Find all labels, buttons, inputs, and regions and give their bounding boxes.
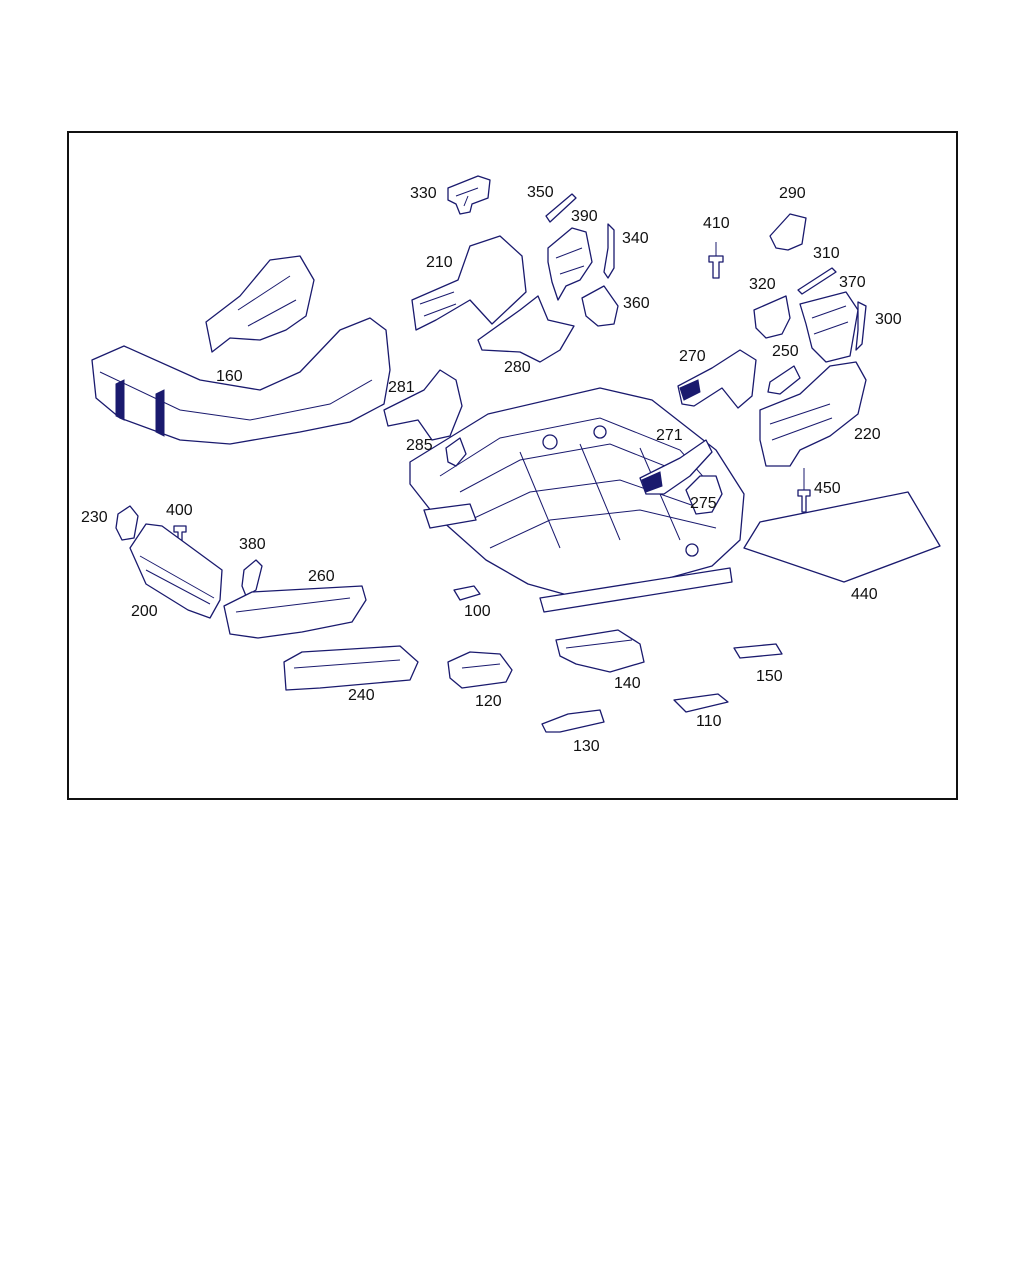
part-271 bbox=[639, 439, 713, 495]
part-450 bbox=[797, 468, 811, 513]
part-380 bbox=[241, 559, 263, 597]
callout-210: 210 bbox=[426, 254, 453, 271]
callout-281: 281 bbox=[388, 379, 415, 396]
part-340 bbox=[603, 223, 615, 279]
part-320 bbox=[753, 295, 791, 339]
callout-285: 285 bbox=[406, 437, 433, 454]
part-330 bbox=[447, 175, 491, 215]
callout-400: 400 bbox=[166, 502, 193, 519]
seat-frame bbox=[409, 387, 745, 613]
callout-200: 200 bbox=[131, 603, 158, 620]
part-350 bbox=[545, 193, 577, 223]
part-110 bbox=[673, 693, 729, 713]
callout-100: 100 bbox=[464, 603, 491, 620]
callout-370: 370 bbox=[839, 274, 866, 291]
callout-110: 110 bbox=[696, 713, 722, 730]
callout-450: 450 bbox=[814, 480, 841, 497]
part-210 bbox=[411, 235, 527, 331]
part-260 bbox=[223, 585, 367, 639]
callout-300: 300 bbox=[875, 311, 902, 328]
callout-330: 330 bbox=[410, 185, 437, 202]
part-290 bbox=[769, 213, 807, 251]
part-360 bbox=[581, 285, 619, 327]
callout-360: 360 bbox=[623, 295, 650, 312]
part-220 bbox=[759, 361, 867, 467]
callout-290: 290 bbox=[779, 185, 806, 202]
callout-440: 440 bbox=[851, 586, 878, 603]
part-275 bbox=[685, 475, 723, 515]
callout-230: 230 bbox=[81, 509, 108, 526]
callout-120: 120 bbox=[475, 693, 502, 710]
part-130 bbox=[541, 709, 605, 733]
callout-340: 340 bbox=[622, 230, 649, 247]
callout-390: 390 bbox=[571, 208, 598, 225]
part-281 bbox=[383, 369, 463, 441]
part-270 bbox=[677, 349, 757, 409]
callout-150: 150 bbox=[756, 668, 783, 685]
callout-410: 410 bbox=[703, 215, 730, 232]
callout-240: 240 bbox=[348, 687, 375, 704]
part-140 bbox=[555, 629, 645, 673]
callout-310: 310 bbox=[813, 245, 840, 262]
callout-275: 275 bbox=[690, 495, 717, 512]
callout-380: 380 bbox=[239, 536, 266, 553]
part-150 bbox=[733, 643, 783, 659]
part-285 bbox=[445, 437, 467, 467]
part-160 bbox=[91, 317, 391, 445]
part-300 bbox=[855, 301, 867, 351]
callout-350: 350 bbox=[527, 184, 554, 201]
part-440 bbox=[743, 491, 941, 583]
callout-250: 250 bbox=[772, 343, 799, 360]
callout-320: 320 bbox=[749, 276, 776, 293]
part-390 bbox=[547, 227, 593, 301]
callout-140: 140 bbox=[614, 675, 641, 692]
callout-271: 271 bbox=[656, 427, 683, 444]
part-310 bbox=[797, 267, 837, 295]
part-230 bbox=[115, 505, 139, 541]
callout-130: 130 bbox=[573, 738, 600, 755]
part-100 bbox=[453, 585, 481, 601]
part-240 bbox=[283, 645, 419, 691]
part-120 bbox=[447, 651, 513, 689]
part-160-upper bbox=[205, 255, 315, 353]
part-370 bbox=[799, 291, 859, 363]
callout-270: 270 bbox=[679, 348, 706, 365]
part-200 bbox=[129, 523, 223, 619]
part-410 bbox=[708, 242, 724, 279]
callout-280: 280 bbox=[504, 359, 531, 376]
callout-220: 220 bbox=[854, 426, 881, 443]
callout-260: 260 bbox=[308, 568, 335, 585]
callout-160: 160 bbox=[216, 368, 243, 385]
part-280 bbox=[477, 295, 575, 363]
part-250 bbox=[767, 365, 801, 395]
